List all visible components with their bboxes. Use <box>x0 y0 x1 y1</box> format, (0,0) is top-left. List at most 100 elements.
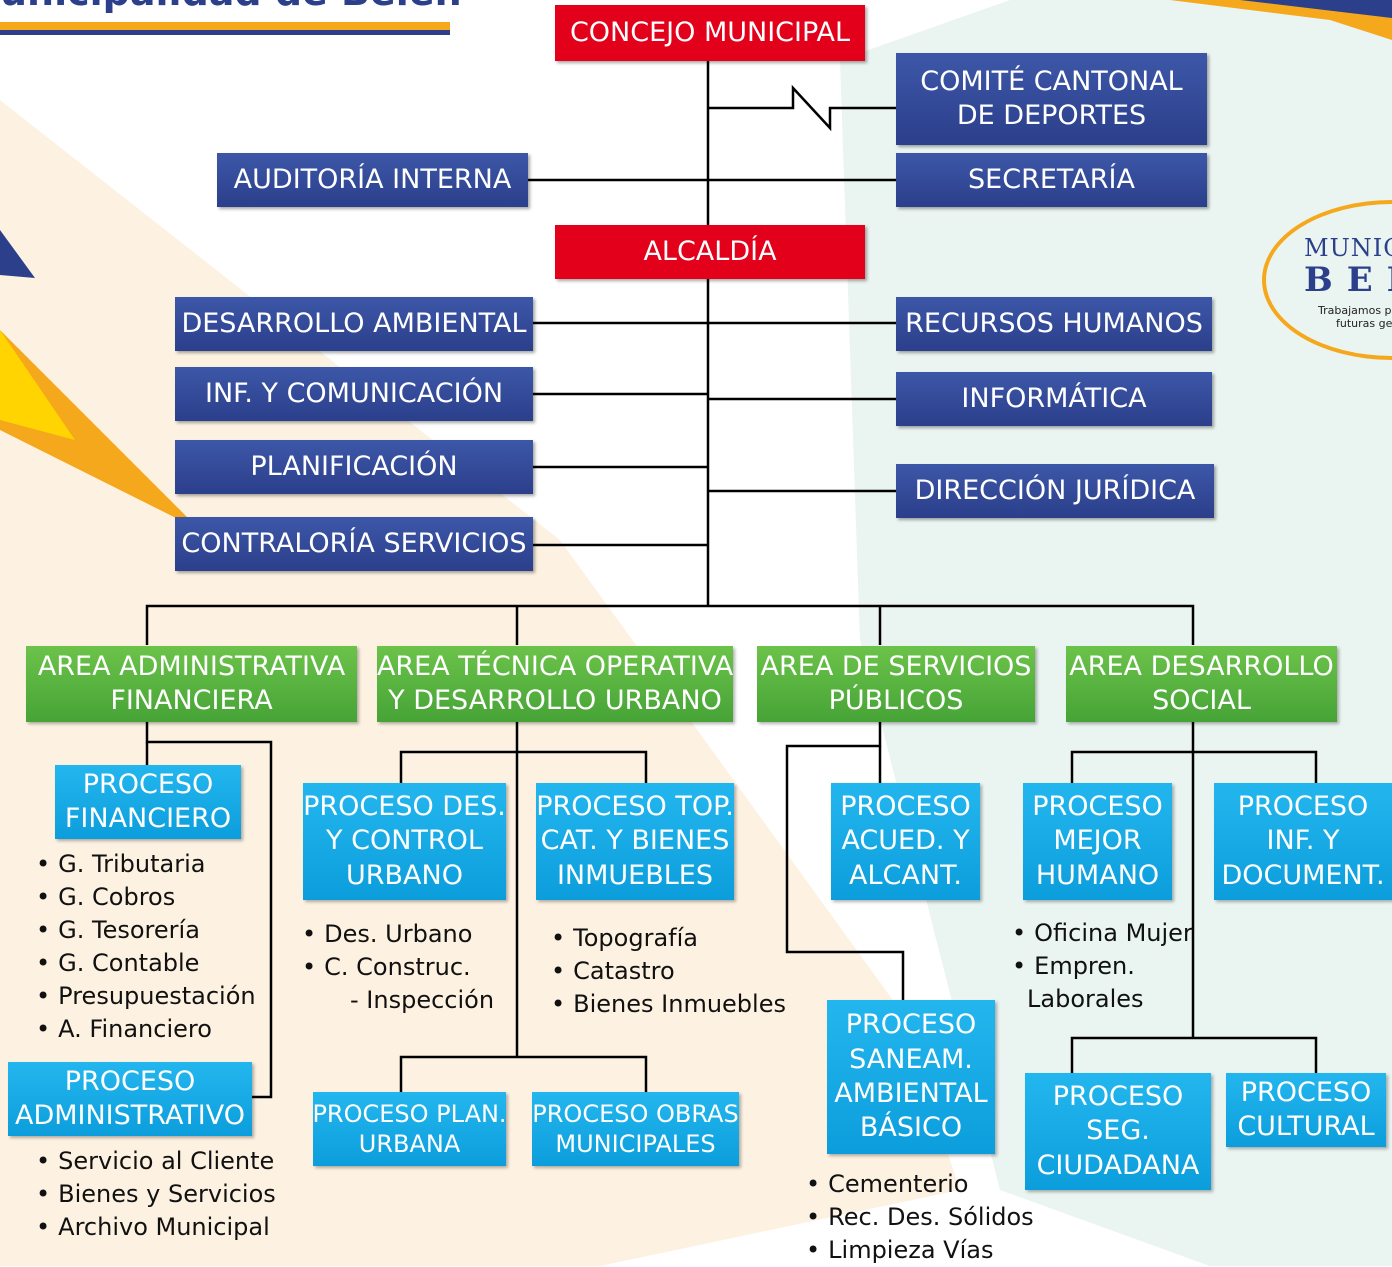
proceso-des-control-urbano-box: PROCESO DES. Y CONTROL URBANO <box>303 783 506 900</box>
logo-tagline-line2: futuras ge <box>1336 317 1392 330</box>
comite-line1: COMITÉ CANTONAL <box>920 65 1183 97</box>
p-saneam-line2: SANEAM. <box>849 1043 973 1075</box>
des-control-list: Des. Urbano C. Construc. Inspección <box>302 918 494 1017</box>
p-acued-line1: PROCESO <box>840 791 971 823</box>
list-item: Empren. <box>1012 950 1193 983</box>
concejo-municipal-box: CONCEJO MUNICIPAL <box>555 5 865 61</box>
planificacion-label: PLANIFICACIÓN <box>250 450 458 482</box>
p-plan-line2: URBANA <box>358 1130 461 1158</box>
municipality-logo: MUNICI BEL Trabajamos por futuras ge <box>1262 200 1392 360</box>
p-mejor-line3: HUMANO <box>1035 859 1160 891</box>
area-tecnica-line2: Y DESARROLLO URBANO <box>388 685 722 716</box>
auditoria-interna-box: AUDITORÍA INTERNA <box>217 153 528 207</box>
list-item: Servicio al Cliente <box>36 1145 276 1178</box>
comite-cantonal-deportes-box: COMITÉ CANTONAL DE DEPORTES <box>896 53 1207 145</box>
recursos-humanos-label: RECURSOS HUMANOS <box>905 307 1203 339</box>
logo-tagline-line1: Trabajamos por <box>1318 304 1392 317</box>
topografia-list: Topografía Catastro Bienes Inmuebles <box>551 922 786 1021</box>
area-servicios-line2: PÚBLICOS <box>828 685 964 716</box>
concejo-municipal-label: CONCEJO MUNICIPAL <box>569 16 851 48</box>
area-administrativa-financiera-box: AREA ADMINISTRATIVA FINANCIERA <box>26 646 357 722</box>
inf-comunicacion-box: INF. Y COMUNICACIÓN <box>175 367 533 421</box>
p-obras-line1: PROCESO OBRAS <box>532 1099 739 1128</box>
list-item: Rec. Des. Sólidos <box>806 1201 1034 1234</box>
p-infdoc-line2: INF. Y <box>1266 825 1340 857</box>
list-item: Bienes Inmuebles <box>551 988 786 1021</box>
informatica-label: INFORMÁTICA <box>961 382 1147 414</box>
alcaldia-label: ALCALDÍA <box>643 235 777 267</box>
proceso-inf-document-box: PROCESO INF. Y DOCUMENT. <box>1214 783 1392 900</box>
area-social-line1: AREA DESARROLLO <box>1069 650 1334 682</box>
list-item: Catastro <box>551 955 786 988</box>
area-tecnica-line1: AREA TÉCNICA OPERATIVA <box>376 650 734 682</box>
proceso-administrativo-box: PROCESO ADMINISTRATIVO <box>8 1062 252 1136</box>
inf-comunicacion-label: INF. Y COMUNICACIÓN <box>204 377 504 409</box>
p-seg-line1: PROCESO <box>1052 1081 1184 1113</box>
proceso-mejor-humano-box: PROCESO MEJOR HUMANO <box>1023 783 1172 900</box>
p-administrativo-line2: ADMINISTRATIVO <box>14 1100 246 1131</box>
secretaria-box: SECRETARÍA <box>896 153 1207 207</box>
logo-tagline: Trabajamos por futuras ge <box>1318 304 1392 330</box>
p-saneam-line1: PROCESO <box>845 1009 977 1041</box>
list-item: G. Tributaria <box>36 848 256 881</box>
p-financiero-line1: PROCESO <box>82 768 214 800</box>
p-mejor-line2: MEJOR <box>1053 825 1142 857</box>
p-infdoc-line3: DOCUMENT. <box>1221 859 1385 891</box>
proceso-top-cat-bienes-box: PROCESO TOP. CAT. Y BIENES INMUEBLES <box>536 783 734 900</box>
area-servicios-publicos-box: AREA DE SERVICIOS PÚBLICOS <box>757 646 1035 722</box>
p-des-control-line1: PROCESO DES. <box>303 791 506 823</box>
list-item: Oficina Mujer <box>1012 917 1193 950</box>
area-servicios-line1: AREA DE SERVICIOS <box>760 650 1032 682</box>
contraloria-label: CONTRALORÍA SERVICIOS <box>181 527 527 559</box>
desarrollo-ambiental-box: DESARROLLO AMBIENTAL <box>175 297 533 351</box>
list-item: Presupuestación <box>36 980 255 1013</box>
p-acued-line2: ACUED. Y <box>841 825 970 857</box>
p-des-control-line2: Y CONTROL <box>326 825 483 857</box>
area-social-line2: SOCIAL <box>1152 685 1251 716</box>
contraloria-servicios-box: CONTRALORÍA SERVICIOS <box>175 517 533 571</box>
list-item: G. Contable <box>36 947 256 980</box>
auditoria-label: AUDITORÍA INTERNA <box>233 163 512 195</box>
list-item: Topografía <box>551 922 786 955</box>
secretaria-label: SECRETARÍA <box>968 163 1135 195</box>
p-cultural-line1: PROCESO <box>1240 1076 1372 1108</box>
p-seg-line3: CIUDADANA <box>1036 1149 1200 1181</box>
page-title: unicipalidad de Belén <box>0 0 462 14</box>
list-item: Inspección <box>302 984 494 1017</box>
p-seg-line2: SEG. <box>1086 1115 1150 1147</box>
p-saneam-line3: AMBIENTAL <box>834 1078 988 1109</box>
desarrollo-ambiental-label: DESARROLLO AMBIENTAL <box>181 307 527 339</box>
p-cultural-line2: CULTURAL <box>1237 1111 1375 1142</box>
administrativo-list: Servicio al Cliente Bienes y Servicios A… <box>36 1145 276 1244</box>
p-top-line3: INMUEBLES <box>556 859 714 891</box>
p-top-line1: PROCESO TOP. <box>536 791 734 823</box>
recursos-humanos-box: RECURSOS HUMANOS <box>896 297 1212 351</box>
alcaldia-box: ALCALDÍA <box>555 225 865 279</box>
list-item: G. Tesorería <box>36 914 256 947</box>
area-tecnica-operativa-box: AREA TÉCNICA OPERATIVA Y DESARROLLO URBA… <box>377 646 733 722</box>
list-item: Archivo Municipal <box>36 1211 276 1244</box>
p-infdoc-line1: PROCESO <box>1237 791 1369 823</box>
list-item: Laborales <box>1027 985 1144 1013</box>
p-plan-line1: PROCESO PLAN. <box>312 1099 507 1128</box>
financiero-list: G. Tributaria G. Cobros G. Tesorería G. … <box>36 848 256 1046</box>
list-item: Cementerio <box>806 1168 1034 1201</box>
comite-line2: DE DEPORTES <box>956 100 1147 131</box>
list-item: Des. Urbano <box>302 918 494 951</box>
logo-line2: BEL <box>1304 260 1392 300</box>
p-obras-line2: MUNICIPALES <box>555 1130 716 1158</box>
informatica-box: INFORMÁTICA <box>896 372 1212 426</box>
proceso-financiero-box: PROCESO FINANCIERO <box>55 765 241 839</box>
list-item: Limpieza Vías <box>806 1234 1034 1267</box>
p-financiero-line2: FINANCIERO <box>64 803 232 834</box>
p-acued-line3: ALCANT. <box>849 859 962 891</box>
mejor-humano-list: Oficina Mujer Empren. Laborales <box>1012 917 1193 1016</box>
proceso-plan-urbana-box: PROCESO PLAN. URBANA <box>312 1092 507 1166</box>
proceso-saneam-ambiental-box: PROCESO SANEAM. AMBIENTAL BÁSICO <box>827 1000 995 1154</box>
proceso-acued-alcant-box: PROCESO ACUED. Y ALCANT. <box>831 783 980 900</box>
area-desarrollo-social-box: AREA DESARROLLO SOCIAL <box>1066 646 1337 722</box>
direccion-juridica-box: DIRECCIÓN JURÍDICA <box>896 464 1214 518</box>
area-admin-line2: FINANCIERA <box>110 685 273 716</box>
list-item: C. Construc. <box>302 951 494 984</box>
